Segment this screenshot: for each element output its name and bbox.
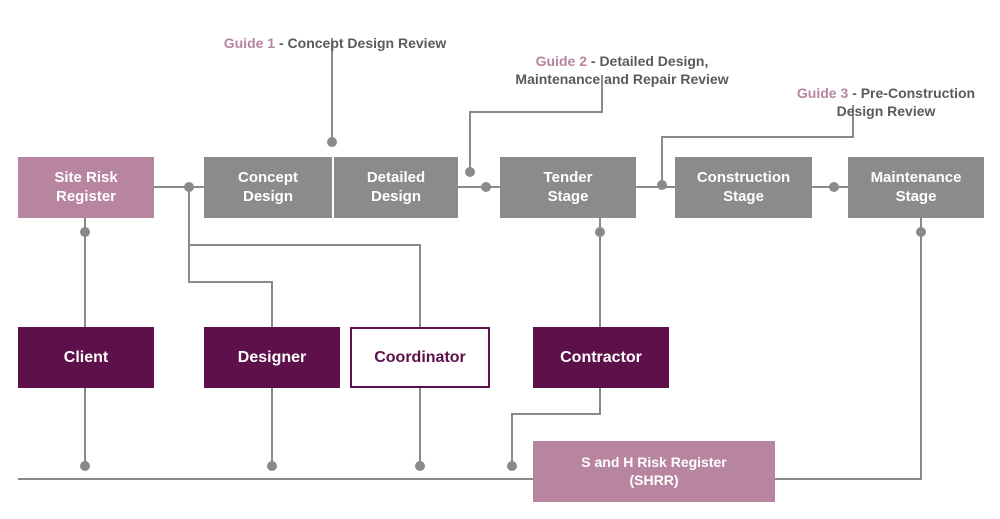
client-box: Client — [18, 327, 154, 388]
concept-design-box: Concept Design — [204, 157, 332, 218]
shrr-box: S and H Risk Register (SHRR) — [533, 441, 775, 502]
guide-3-text: - Pre-Construction Design Review — [836, 85, 976, 120]
guide-3-label: Guide 3 - Pre-Construction Design Review — [772, 66, 1000, 121]
guide-2-number: Guide 2 — [535, 53, 587, 70]
detailed-design-box: Detailed Design — [334, 157, 458, 218]
guide-3-number: Guide 3 — [796, 85, 849, 102]
guide-1-label: Guide 1 - Concept Design Review — [190, 16, 480, 52]
junction-dots — [80, 137, 926, 471]
construction-stage-box: Construction Stage — [675, 157, 812, 218]
guide-1-number: Guide 1 — [223, 35, 276, 52]
maintenance-stage-box: Maintenance Stage — [848, 157, 984, 218]
coordinator-box: Coordinator — [350, 327, 490, 388]
contractor-box: Contractor — [533, 327, 669, 388]
designer-box: Designer — [204, 327, 340, 388]
site-risk-register-box: Site Risk Register — [18, 157, 154, 218]
guide-1-text: - Concept Design Review — [275, 35, 447, 52]
guide-2-text: - Detailed Design, Maintenance and Repai… — [515, 53, 729, 88]
guide-2-label: Guide 2 - Detailed Design, Maintenance a… — [492, 34, 752, 89]
tender-stage-box: Tender Stage — [500, 157, 636, 218]
